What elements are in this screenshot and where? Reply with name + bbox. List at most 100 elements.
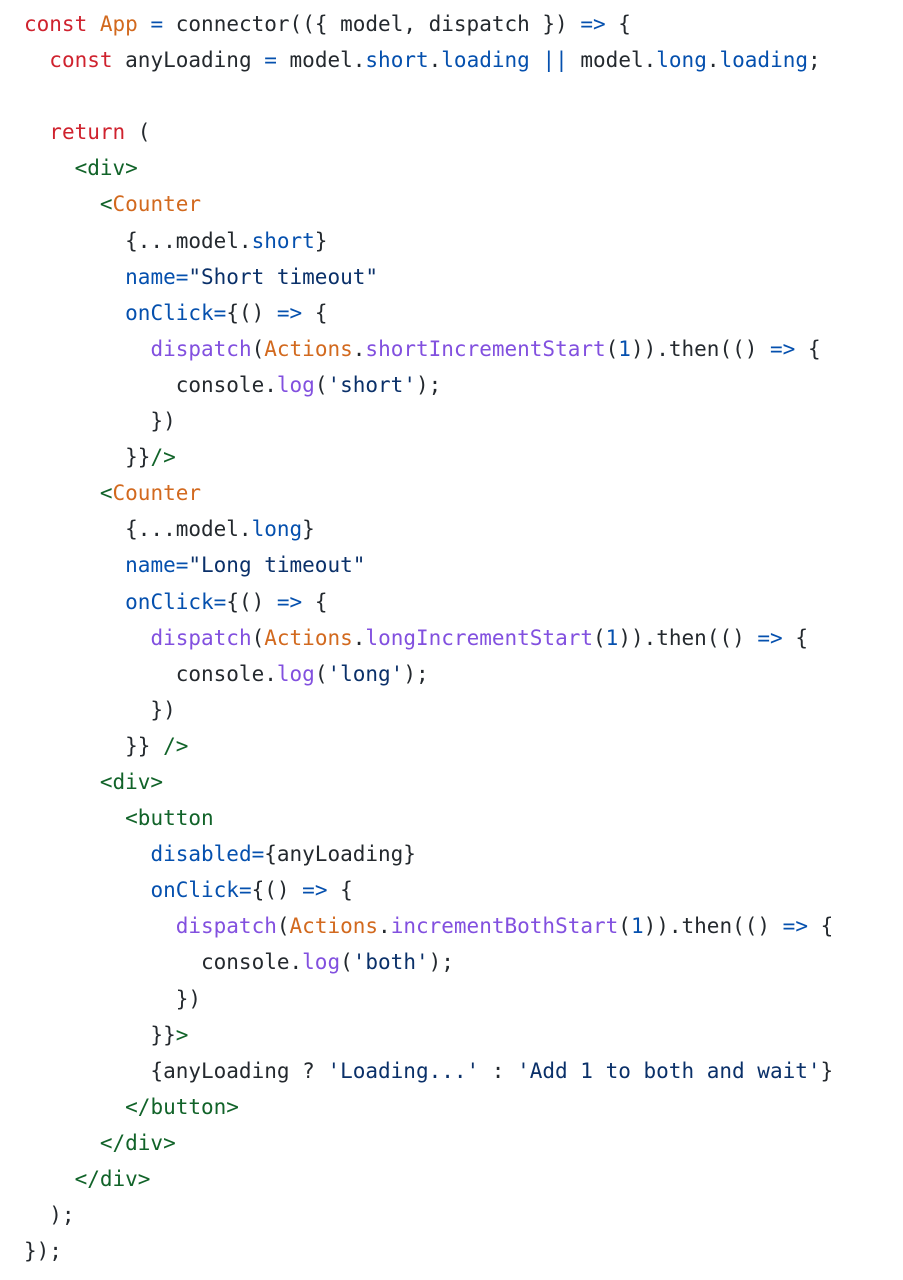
code-token: );	[428, 950, 454, 975]
code-token: disabled=	[150, 842, 265, 867]
code-token: (	[618, 914, 631, 939]
code-token: <div>	[74, 156, 138, 181]
code-token: (	[314, 372, 328, 397]
code-token	[24, 590, 125, 614]
code-line: dispatch(Actions.shortIncrementStart(1))…	[0, 331, 903, 367]
code-token: (	[276, 914, 290, 939]
code-token: console.	[24, 372, 277, 397]
code-token: shortIncrementStart	[365, 336, 606, 361]
code-line: {...model.long}	[0, 511, 903, 547]
code-token: Actions	[289, 914, 379, 939]
code-token	[24, 337, 150, 361]
code-token: >	[175, 1022, 189, 1047]
code-token	[24, 1167, 75, 1191]
code-line: <button	[0, 800, 903, 836]
code-token: <	[99, 192, 113, 217]
code-token: longIncrementStart	[365, 625, 593, 650]
code-token: long	[251, 517, 303, 542]
code-line: <Counter	[0, 475, 903, 511]
code-token: =>	[276, 300, 303, 325]
code-token	[24, 1131, 100, 1155]
code-token: onClick=	[125, 300, 227, 325]
code-token: =>	[757, 625, 783, 650]
code-token: incrementBothStart	[390, 914, 619, 939]
code-token: 'long'	[327, 661, 404, 686]
code-token: (	[605, 336, 619, 361]
code-token: ;	[808, 48, 821, 73]
code-token: }	[314, 228, 328, 253]
code-token: =	[264, 48, 277, 73]
code-token: }}	[24, 733, 164, 758]
code-token	[24, 914, 176, 938]
code-token: {()	[251, 878, 303, 903]
code-token: model.	[276, 48, 366, 73]
code-line: const anyLoading = model.short.loading |…	[0, 42, 903, 78]
code-token: 'Loading...'	[327, 1058, 480, 1083]
code-token: "Long timeout"	[188, 553, 366, 578]
code-token	[24, 192, 100, 216]
code-token: anyLoading	[112, 48, 265, 73]
code-token	[24, 842, 150, 866]
code-token: loading	[719, 48, 809, 73]
code-token: (	[340, 950, 353, 975]
code-token	[138, 12, 151, 36]
code-token: {	[807, 914, 834, 939]
code-token: =	[150, 12, 164, 36]
code-token: {...model.	[24, 228, 252, 253]
code-line: dispatch(Actions.incrementBothStart(1)).…	[0, 908, 903, 944]
code-token: const	[24, 12, 88, 36]
code-token: dispatch	[150, 336, 252, 361]
code-token	[24, 481, 100, 505]
code-token: (	[251, 625, 265, 650]
code-line: })	[0, 692, 903, 728]
code-token: {	[327, 878, 353, 903]
code-token: {()	[226, 300, 277, 325]
code-token: dispatch	[175, 914, 277, 939]
code-token: {	[302, 300, 328, 325]
code-token: );	[403, 661, 429, 686]
code-token	[24, 878, 150, 902]
code-token: {	[795, 336, 821, 361]
code-token: =>	[302, 878, 328, 903]
code-token: );	[415, 372, 442, 397]
code-token: {	[782, 625, 808, 650]
code-token: short	[365, 48, 429, 73]
code-line: console.log('both');	[0, 944, 903, 980]
code-token: loading	[441, 48, 530, 73]
code-token: </div>	[74, 1167, 151, 1191]
code-token: {anyLoading}	[264, 842, 416, 867]
code-token	[24, 48, 49, 72]
code-line: );	[0, 1197, 903, 1233]
code-line: const App = connector(({ model, dispatch…	[0, 6, 903, 42]
code-token: name=	[125, 264, 189, 289]
code-line: <div>	[0, 150, 903, 186]
code-token: console.	[24, 661, 277, 686]
code-token	[24, 120, 49, 144]
code-token: (	[314, 661, 328, 686]
code-token: .	[352, 336, 366, 361]
code-token: 'Add 1 to both and wait'	[517, 1058, 821, 1083]
code-token: (	[251, 336, 265, 361]
code-token: Actions	[264, 336, 353, 361]
code-line: });	[0, 1233, 903, 1269]
code-token: {()	[226, 589, 277, 614]
code-token: </button>	[125, 1094, 239, 1119]
code-token: Actions	[264, 625, 353, 650]
code-token	[24, 626, 150, 650]
code-line: return (	[0, 114, 903, 150]
code-token	[24, 265, 125, 289]
code-token: {anyLoading ?	[24, 1058, 328, 1083]
code-token: short	[251, 228, 315, 253]
code-token	[24, 1095, 125, 1119]
code-token: {	[302, 589, 328, 614]
code-token: long	[656, 48, 707, 73]
code-token: .	[428, 48, 442, 73]
code-token: =>	[782, 914, 808, 939]
code-token: <button	[125, 806, 214, 831]
code-token: Counter	[112, 192, 202, 217]
code-token: .	[378, 914, 391, 939]
code-token: =>	[276, 589, 303, 614]
code-token: )).then(()	[643, 914, 783, 939]
code-token: }	[820, 1058, 834, 1083]
